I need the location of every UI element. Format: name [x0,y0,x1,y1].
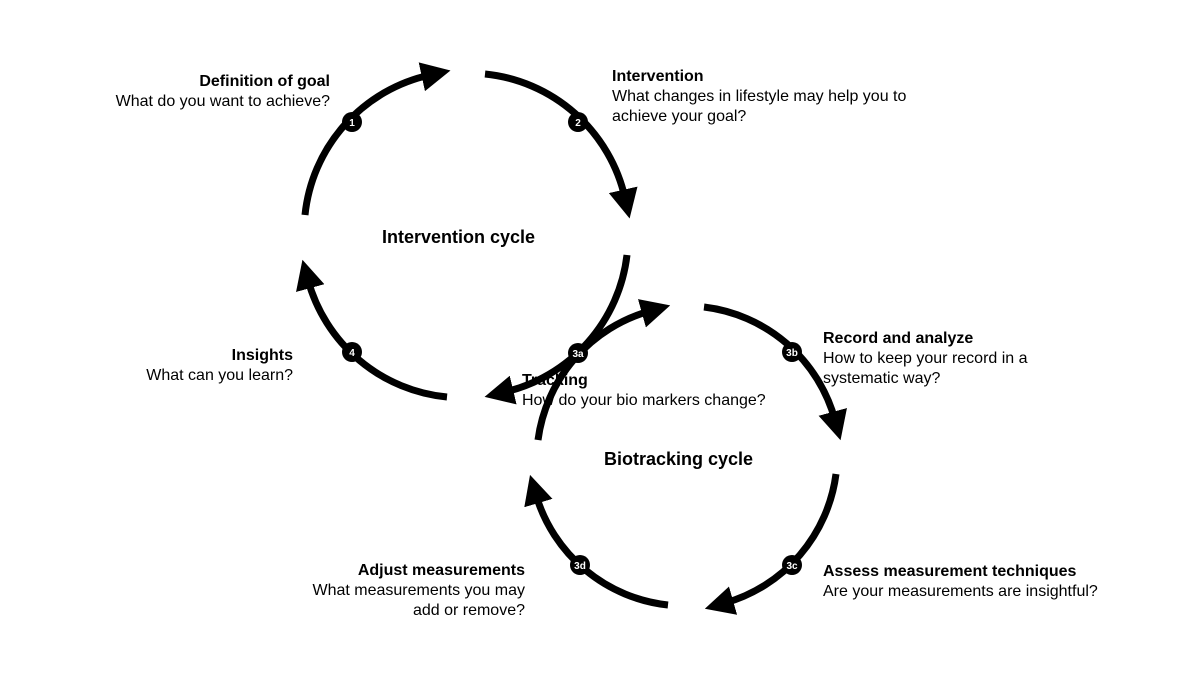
label-insights: Insights What can you learn? [146,346,293,386]
assess-title: Assess measurement techniques [823,563,1077,580]
svg-text:3c: 3c [786,561,798,572]
record-title: Record and analyze [823,330,974,347]
assess-desc: Are your measurements are insightful? [823,583,1098,600]
badge-3b: 3b [782,342,802,362]
badge-2: 2 [568,112,588,132]
record-desc-line1: How to keep your record in a [823,350,1028,367]
goal-desc: What do you want to achieve? [115,93,330,110]
tracking-title: Tracking [522,372,588,389]
svg-text:2: 2 [575,118,581,129]
label-tracking: Tracking How do your bio markers change? [522,371,766,411]
intervention-cycle-title: Intervention cycle [382,227,536,247]
arc-assess-to-adjust [704,473,840,615]
goal-title: Definition of goal [199,73,330,90]
adjust-desc-line1: What measurements you may [312,582,525,599]
svg-text:3b: 3b [786,348,798,359]
label-record-and-analyze: Record and analyze How to keep your reco… [823,329,1028,389]
label-adjust-measurements: Adjust measurements What measurements yo… [312,561,525,621]
label-definition-of-goal: Definition of goal What do you want to a… [116,72,330,112]
adjust-title: Adjust measurements [357,562,525,579]
badge-3a: 3a [568,343,588,363]
tracking-desc: How do your bio markers change? [522,392,766,409]
arc-insights-to-goal [296,259,448,401]
intervention-title: Intervention [612,68,704,85]
svg-text:4: 4 [349,348,355,359]
label-assess-measurement-techniques: Assess measurement techniques Are your m… [823,562,1098,602]
svg-text:3d: 3d [574,561,586,572]
badge-3d: 3d [570,555,590,575]
intervention-desc-line1: What changes in lifestyle may help you t… [612,88,907,105]
arc-adjust-to-tracking [524,474,669,609]
intervention-desc-line2: achieve your goal? [612,108,747,125]
svg-text:3a: 3a [572,349,584,360]
record-desc-line2: systematic way? [823,370,941,387]
svg-text:1: 1 [349,118,355,129]
badge-1: 1 [342,112,362,132]
insights-desc: What can you learn? [146,367,293,384]
badge-3c: 3c [782,555,802,575]
badge-4: 4 [342,342,362,362]
insights-title: Insights [231,347,293,364]
label-intervention: Intervention What changes in lifestyle m… [612,67,906,127]
arc-intervention-to-tracking [484,70,638,219]
adjust-desc-line2: add or remove? [412,602,525,619]
biotracking-cycle-title: Biotracking cycle [604,449,754,469]
